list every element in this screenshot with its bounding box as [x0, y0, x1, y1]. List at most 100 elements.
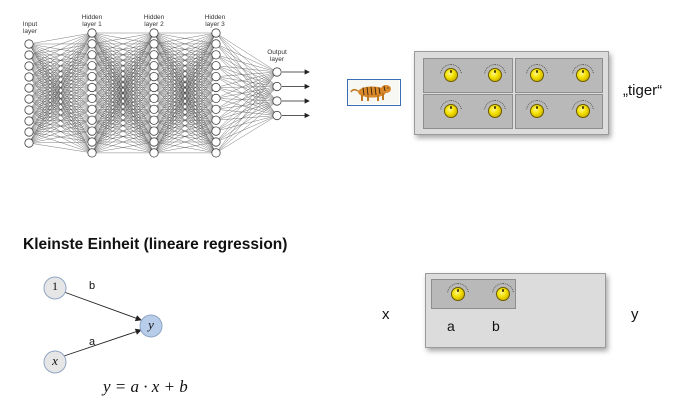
- output-node-y: [139, 314, 163, 338]
- network-neuron: [211, 93, 221, 104]
- network-neuron: [87, 148, 97, 158]
- parameter-knob[interactable]: [484, 64, 506, 86]
- network-connection: [215, 86, 278, 99]
- parameter-knob[interactable]: [572, 100, 594, 122]
- network-connection: [28, 141, 93, 144]
- knob-a[interactable]: [447, 283, 469, 305]
- network-connection: [215, 86, 278, 132]
- network-connection: [215, 86, 278, 143]
- network-connection: [28, 43, 93, 144]
- parameter-knob[interactable]: [440, 64, 462, 86]
- output-arrow-head: [304, 69, 310, 75]
- hidden-layer-2-label: Hidden layer 2: [143, 14, 165, 28]
- network-connection: [215, 71, 278, 99]
- output-node-label: y: [148, 317, 154, 332]
- network-neuron: [24, 127, 34, 137]
- network-neuron: [87, 72, 97, 82]
- network-neuron: [272, 96, 282, 106]
- network-neuron: [24, 50, 34, 60]
- network-neuron: [87, 28, 97, 38]
- network-connection: [153, 32, 217, 66]
- network-connection: [215, 71, 278, 121]
- network-connection: [215, 86, 278, 121]
- network-neuron: [149, 137, 159, 147]
- network-connection: [28, 32, 93, 144]
- hidden-layer-1-label: Hidden layer 1: [81, 14, 103, 28]
- regression-graph: [43, 276, 163, 374]
- network-connection: [153, 32, 217, 143]
- network-connection: [28, 87, 93, 144]
- network-connection: [28, 120, 93, 144]
- network-connection: [153, 43, 217, 153]
- network-neuron: [87, 104, 97, 114]
- network-neuron: [211, 28, 221, 38]
- edge-label-b: b: [89, 280, 96, 292]
- network-connection: [215, 76, 278, 102]
- network-neuron: [24, 39, 34, 49]
- bias-node: [43, 276, 67, 300]
- network-connection: [215, 71, 278, 110]
- network-neuron: [149, 148, 159, 158]
- network-neuron: [87, 126, 97, 136]
- network-neuron: [149, 93, 159, 104]
- network-connection: [28, 142, 93, 154]
- network-connection: [215, 54, 278, 102]
- network-connection: [215, 115, 278, 132]
- parameter-knob[interactable]: [526, 100, 548, 122]
- network-connection: [28, 32, 93, 111]
- network-connection: [91, 32, 155, 88]
- knob-b[interactable]: [492, 283, 514, 305]
- network-connection: [91, 32, 155, 77]
- unit-input-label: x: [382, 306, 390, 323]
- network-connection: [153, 87, 217, 154]
- network-connection: [153, 109, 217, 154]
- network-connection: [215, 32, 278, 87]
- network-connection: [91, 141, 155, 154]
- network-neuron: [272, 67, 282, 77]
- network-neuron: [211, 39, 221, 49]
- network-connection: [215, 100, 278, 110]
- parameter-knob[interactable]: [572, 64, 594, 86]
- network-neuron: [149, 104, 159, 114]
- network-neuron: [87, 39, 97, 49]
- network-connection: [153, 130, 217, 154]
- network-connection: [91, 65, 155, 154]
- network-neuron: [24, 116, 34, 126]
- network-connection: [153, 65, 217, 154]
- network-connection: [153, 120, 217, 154]
- network-connection: [153, 32, 217, 121]
- network-connection: [91, 32, 155, 153]
- network-connection: [215, 71, 278, 88]
- network-connection: [91, 32, 155, 110]
- output-layer-label: Output layer: [267, 49, 287, 63]
- network-connection: [215, 43, 278, 87]
- neural-network-diagram: [24, 28, 310, 158]
- network-connection: [215, 100, 278, 121]
- network-connection: [91, 120, 155, 154]
- network-connection: [153, 32, 217, 153]
- network-connection: [91, 87, 155, 154]
- network-connection: [91, 32, 155, 143]
- network-connection: [215, 86, 278, 110]
- knob-group-bottom-right: [515, 94, 603, 129]
- network-connection: [215, 32, 278, 73]
- network-connection: [91, 32, 155, 99]
- network-connection: [91, 32, 155, 132]
- unit-knob-group: [431, 279, 516, 309]
- input-layer-label: Input layer: [22, 21, 38, 35]
- parameter-knob[interactable]: [526, 64, 548, 86]
- tiger-photo-icon: [348, 80, 399, 104]
- regression-formula: y = a · x + b: [103, 377, 188, 396]
- network-connection: [91, 32, 155, 55]
- network-neuron: [87, 115, 97, 125]
- network-connection: [28, 32, 93, 122]
- network-connection: [215, 71, 278, 154]
- network-neuron: [211, 148, 221, 158]
- parameter-knob[interactable]: [484, 100, 506, 122]
- output-arrow-head: [304, 98, 310, 104]
- network-connection: [153, 141, 217, 154]
- network-connection: [91, 32, 155, 45]
- parameter-knob[interactable]: [440, 100, 462, 122]
- network-connection: [153, 98, 217, 154]
- network-connection: [28, 32, 93, 78]
